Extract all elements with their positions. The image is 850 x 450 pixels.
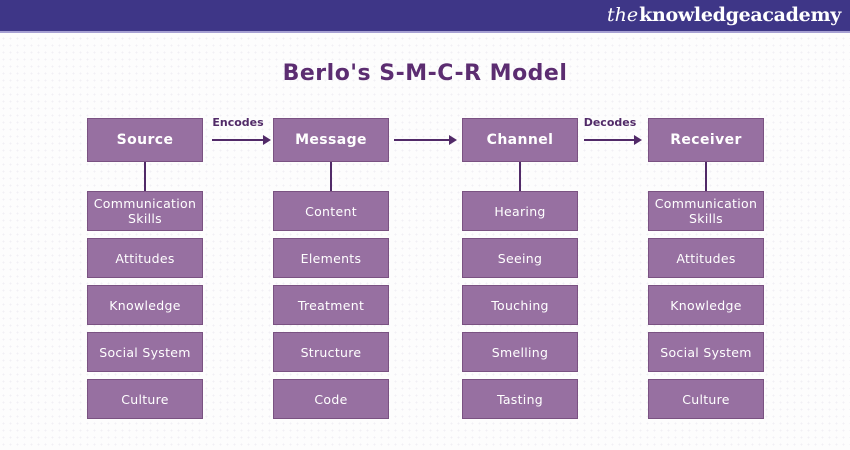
node-message-item: Treatment: [273, 285, 389, 325]
node-channel-item: Tasting: [462, 379, 578, 419]
node-channel-item: Hearing: [462, 191, 578, 231]
node-receiver-item: Culture: [648, 379, 764, 419]
node-source: Source: [87, 118, 203, 162]
node-receiver-item: Attitudes: [648, 238, 764, 278]
brand-header: theknowledgeacademy: [0, 0, 850, 33]
encodes-label: Encodes: [212, 116, 264, 129]
node-receiver: Receiver: [648, 118, 764, 162]
decodes-arrow-icon: [584, 135, 642, 145]
connector-line-message: [330, 162, 332, 191]
node-source-item: Social System: [87, 332, 203, 372]
brand-logo-name: knowledgeacademy: [639, 4, 841, 26]
brand-logo-prefix: the: [606, 4, 639, 26]
node-channel: Channel: [462, 118, 578, 162]
node-message-item: Content: [273, 191, 389, 231]
message-channel-arrow-icon: [394, 135, 457, 145]
node-message-item: Structure: [273, 332, 389, 372]
encodes-arrow-icon: [212, 135, 271, 145]
node-message: Message: [273, 118, 389, 162]
node-source-item: Knowledge: [87, 285, 203, 325]
node-receiver-item: Social System: [648, 332, 764, 372]
node-channel-item: Smelling: [462, 332, 578, 372]
node-message-item: Elements: [273, 238, 389, 278]
node-channel-item: Seeing: [462, 238, 578, 278]
node-receiver-item: Knowledge: [648, 285, 764, 325]
connector-line-receiver: [705, 162, 707, 191]
brand-logo: theknowledgeacademy: [607, 0, 850, 31]
decodes-label: Decodes: [583, 116, 637, 129]
node-source-item: Culture: [87, 379, 203, 419]
diagram-title: Berlo's S-M-C-R Model: [282, 61, 568, 86]
node-message-item: Code: [273, 379, 389, 419]
node-source-item: Communication Skills: [87, 191, 203, 231]
node-receiver-item: Communication Skills: [648, 191, 764, 231]
node-source-item: Attitudes: [87, 238, 203, 278]
node-channel-item: Touching: [462, 285, 578, 325]
connector-line-source: [144, 162, 146, 191]
connector-line-channel: [519, 162, 521, 191]
